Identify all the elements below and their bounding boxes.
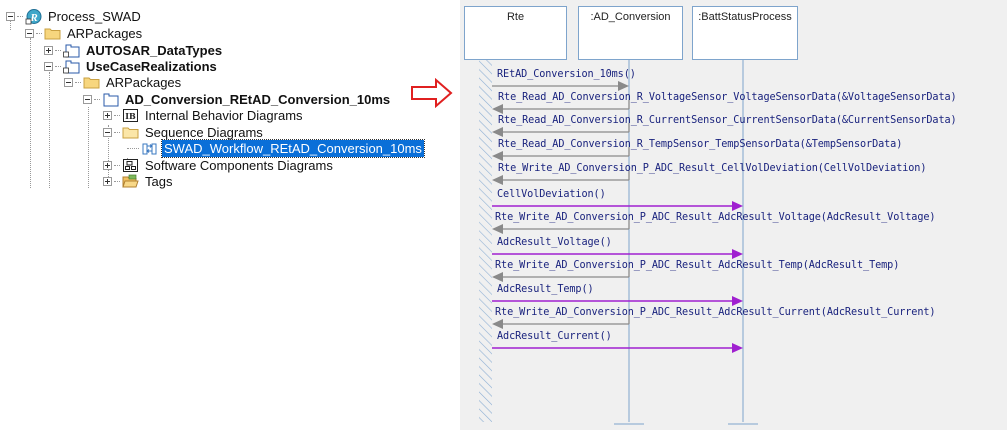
tree-guide xyxy=(108,125,109,185)
arrowhead-icon xyxy=(492,175,503,185)
lifeline-header-battstatusprocess[interactable]: :BattStatusProcess xyxy=(692,6,798,60)
message-arrow[interactable] xyxy=(492,268,630,282)
expand-icon[interactable] xyxy=(103,111,112,120)
tree-item-label: AUTOSAR_DataTypes xyxy=(86,43,223,58)
tree-item-software-components-diagrams[interactable]: Software Components Diagrams xyxy=(103,157,335,174)
tree-item-label: Sequence Diagrams xyxy=(145,125,263,140)
tree-item-sequence-diagrams[interactable]: Sequence Diagrams xyxy=(103,124,265,141)
message-arrow[interactable] xyxy=(492,296,743,306)
lifeline-name: :BattStatusProcess xyxy=(698,11,792,23)
tree-item-label: Internal Behavior Diagrams xyxy=(145,108,303,123)
package-icon xyxy=(63,59,80,74)
tree-item-label: UseCaseRealizations xyxy=(86,59,217,74)
collapse-icon[interactable] xyxy=(6,12,15,21)
message-arrow[interactable] xyxy=(492,343,743,353)
message-label[interactable]: Rte_Write_AD_Conversion_P_ADC_Result_Adc… xyxy=(495,307,936,318)
message-label[interactable]: AdcResult_Voltage() xyxy=(497,237,612,248)
model-browser-tree: R Process_SWAD ARPackages AUTOSAR_DataTy… xyxy=(0,0,425,430)
svg-text:IB: IB xyxy=(125,111,136,121)
ib-diagram-icon: IB xyxy=(122,108,139,123)
lifeline-header-ad-conversion[interactable]: :AD_Conversion xyxy=(578,6,683,60)
collapse-icon[interactable] xyxy=(103,128,112,137)
tree-item-label: ARPackages xyxy=(67,26,143,41)
message-label[interactable]: AdcResult_Current() xyxy=(497,331,612,342)
tree-guide xyxy=(30,38,31,188)
arrowhead-icon xyxy=(732,249,743,259)
message-arrow[interactable] xyxy=(492,249,743,259)
tree-item-label: Tags xyxy=(145,174,173,189)
arrowhead-icon xyxy=(492,224,503,234)
tree-guide xyxy=(88,107,89,188)
tree-item-swad-workflow[interactable]: SWAD_Workflow_REtAD_Conversion_10ms xyxy=(127,139,425,158)
message-label[interactable]: Rte_Read_AD_Conversion_R_CurrentSensor_C… xyxy=(498,115,957,126)
svg-text:R: R xyxy=(29,12,37,24)
tree-item-label: AD_Conversion_REtAD_Conversion_10ms xyxy=(125,92,391,107)
message-arrow[interactable] xyxy=(492,171,630,185)
sequence-diagram-canvas[interactable]: Rte :AD_Conversion :BattStatusProcess RE… xyxy=(460,0,1007,430)
tree-item-arpackages-nested[interactable]: ARPackages xyxy=(64,74,183,91)
message-label[interactable]: Rte_Read_AD_Conversion_R_TempSensor_Temp… xyxy=(498,139,903,150)
collapse-icon[interactable] xyxy=(44,62,53,71)
tree-guide xyxy=(49,72,50,188)
tree-item-process-swad[interactable]: R Process_SWAD xyxy=(6,8,143,25)
message-label[interactable]: Rte_Write_AD_Conversion_P_ADC_Result_Adc… xyxy=(495,212,936,223)
message-arrow[interactable] xyxy=(492,81,629,91)
message-label[interactable]: AdcResult_Temp() xyxy=(497,284,594,295)
arrowhead-icon xyxy=(618,81,629,91)
message-label[interactable]: CellVolDeviation() xyxy=(497,189,606,200)
folder-icon xyxy=(44,26,61,41)
message-label[interactable]: Rte_Read_AD_Conversion_R_VoltageSensor_V… xyxy=(498,92,957,103)
arrowhead-icon xyxy=(732,201,743,211)
tree-item-tags[interactable]: Tags xyxy=(103,173,174,190)
tree-guide xyxy=(10,20,11,30)
arrowhead-icon xyxy=(732,296,743,306)
message-label[interactable]: Rte_Write_AD_Conversion_P_ADC_Result_Cel… xyxy=(498,163,927,174)
right-arrow-icon xyxy=(410,77,454,113)
package-icon xyxy=(102,92,119,107)
message-label[interactable]: Rte_Write_AD_Conversion_P_ADC_Result_Adc… xyxy=(495,260,900,271)
folder-icon xyxy=(122,125,139,140)
tags-folder-icon xyxy=(122,174,139,189)
arrowhead-icon xyxy=(492,151,503,161)
component-diagram-icon xyxy=(122,158,139,173)
expand-icon[interactable] xyxy=(103,161,112,170)
tree-item-autosar-datatypes[interactable]: AUTOSAR_DataTypes xyxy=(44,42,224,59)
arrowhead-icon xyxy=(492,104,503,114)
message-arrow[interactable] xyxy=(492,220,630,234)
message-arrow[interactable] xyxy=(492,147,630,161)
message-arrow[interactable] xyxy=(492,315,630,329)
collapse-icon[interactable] xyxy=(83,95,92,104)
lifeline-header-rte[interactable]: Rte xyxy=(464,6,567,60)
message-arrow[interactable] xyxy=(492,201,743,211)
lifeline-name: :AD_Conversion xyxy=(590,11,671,23)
tree-item-ad-conversion[interactable]: AD_Conversion_REtAD_Conversion_10ms xyxy=(83,91,392,108)
rte-system-border-lifeline xyxy=(479,60,492,422)
collapse-icon[interactable] xyxy=(64,78,73,87)
tree-item-arpackages[interactable]: ARPackages xyxy=(25,25,144,42)
tree-item-label: Software Components Diagrams xyxy=(145,158,333,173)
tree-item-internal-behavior-diagrams[interactable]: IB Internal Behavior Diagrams xyxy=(103,107,305,124)
arrowhead-icon xyxy=(732,343,743,353)
lifeline-name: Rte xyxy=(506,11,525,23)
message-arrow[interactable] xyxy=(492,100,630,114)
arrowhead-icon xyxy=(492,272,503,282)
sequence-diagram-icon xyxy=(141,141,158,156)
tree-item-label: ARPackages xyxy=(106,75,182,90)
sequence-diagram-graphics xyxy=(479,60,758,425)
arrowhead-icon xyxy=(492,319,503,329)
tree-item-label: SWAD_Workflow_REtAD_Conversion_10ms xyxy=(161,139,425,158)
tree-item-label: Process_SWAD xyxy=(48,9,141,24)
expand-icon[interactable] xyxy=(103,177,112,186)
message-arrow[interactable] xyxy=(492,123,630,137)
tree-item-usecaserealizations[interactable]: UseCaseRealizations xyxy=(44,58,219,75)
package-icon xyxy=(63,43,80,58)
collapse-icon[interactable] xyxy=(25,29,34,38)
expand-icon[interactable] xyxy=(44,46,53,55)
rhapsody-project-icon: R xyxy=(25,9,42,25)
arrowhead-icon xyxy=(492,127,503,137)
message-label[interactable]: REtAD_Conversion_10ms() xyxy=(497,69,636,80)
folder-icon xyxy=(83,75,100,90)
